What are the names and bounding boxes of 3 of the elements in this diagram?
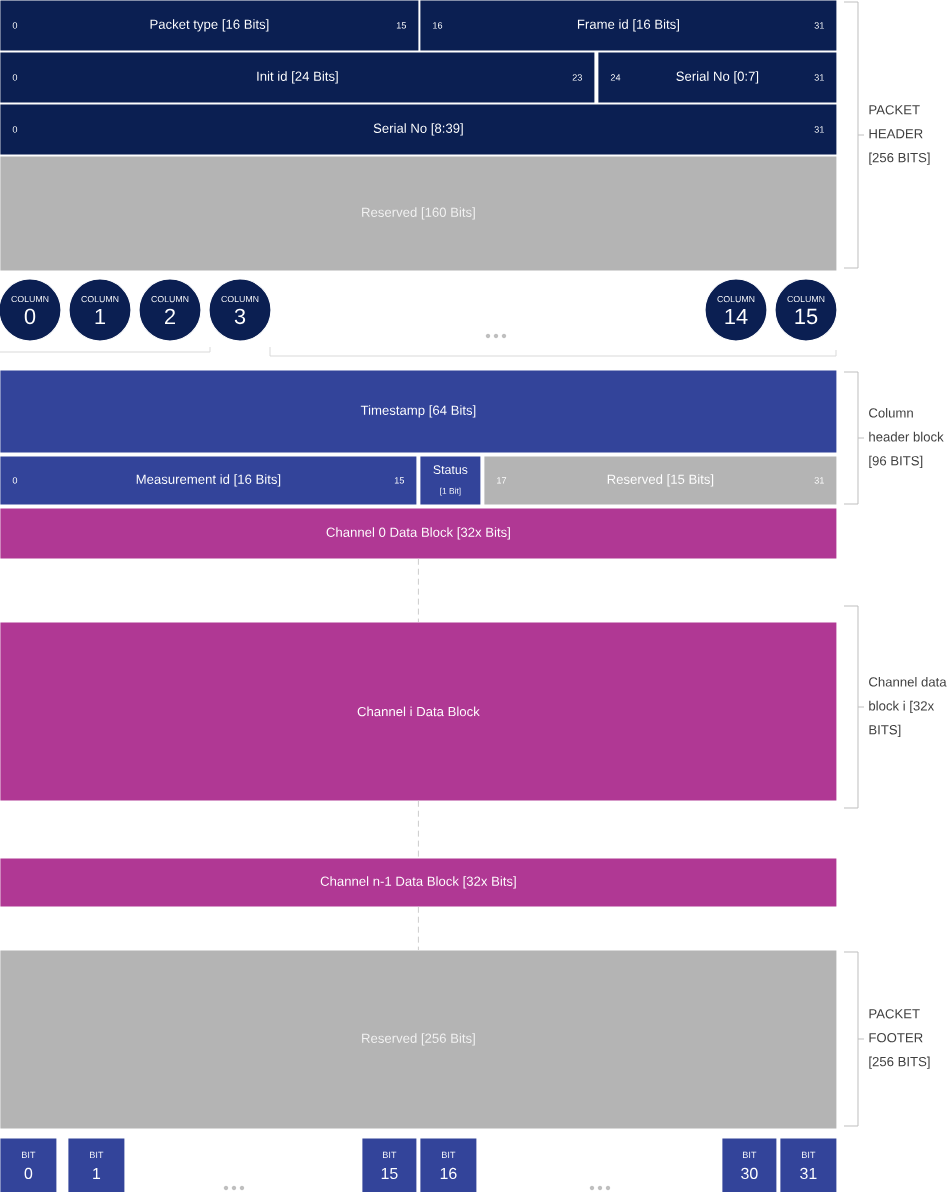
connector-line	[417, 800, 419, 859]
connector-line	[417, 558, 419, 623]
connector-line	[417, 906, 419, 951]
